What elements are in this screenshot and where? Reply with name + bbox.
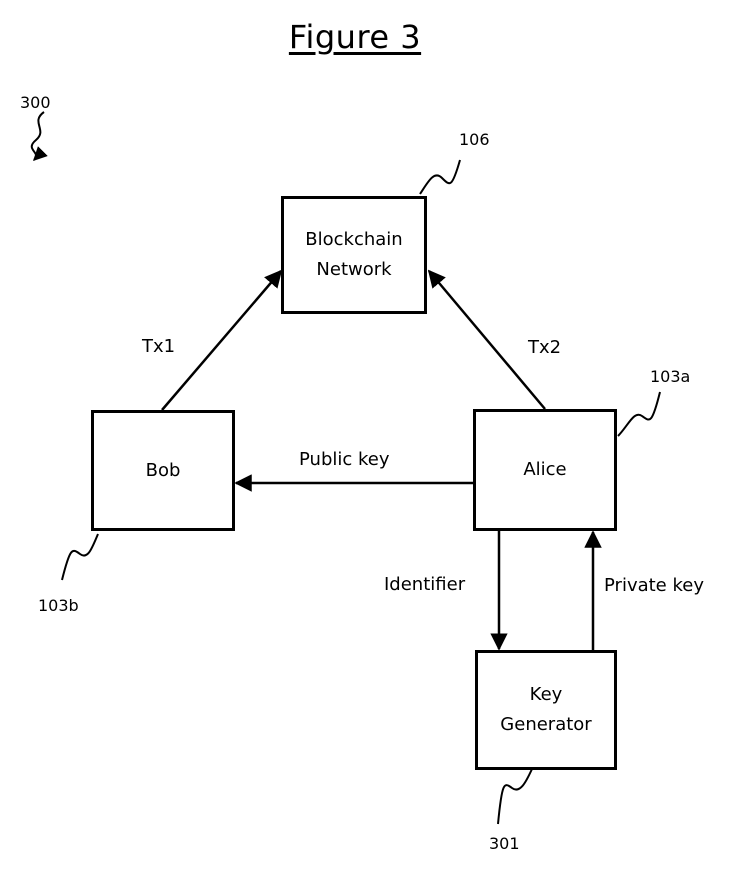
ref-301: 301 <box>489 834 520 853</box>
alice-label: Alice <box>523 455 566 485</box>
key-generator-box: Key Generator <box>475 650 617 770</box>
identifier-label: Identifier <box>384 574 465 595</box>
tx1-arrow <box>162 271 281 410</box>
tx2-label: Tx2 <box>528 337 561 358</box>
ref-103a: 103a <box>650 367 690 386</box>
ref-103b: 103b <box>38 596 79 615</box>
ref-103a-squiggle <box>618 392 660 436</box>
key-generator-label: Key Generator <box>500 680 591 740</box>
blockchain-network-label: Blockchain Network <box>305 225 402 285</box>
bob-box: Bob <box>91 410 235 531</box>
alice-box: Alice <box>473 409 617 531</box>
private-key-label: Private key <box>604 575 704 596</box>
tx1-label: Tx1 <box>142 336 175 357</box>
public-key-label: Public key <box>299 449 390 470</box>
ref-103b-squiggle <box>62 534 98 580</box>
ref-106-squiggle <box>420 160 460 194</box>
ref-300: 300 <box>20 93 51 112</box>
blockchain-network-box: Blockchain Network <box>281 196 427 314</box>
ref-106: 106 <box>459 130 490 149</box>
bob-label: Bob <box>146 456 181 486</box>
ref-301-squiggle <box>498 769 532 824</box>
ref-300-squiggle <box>32 112 44 160</box>
